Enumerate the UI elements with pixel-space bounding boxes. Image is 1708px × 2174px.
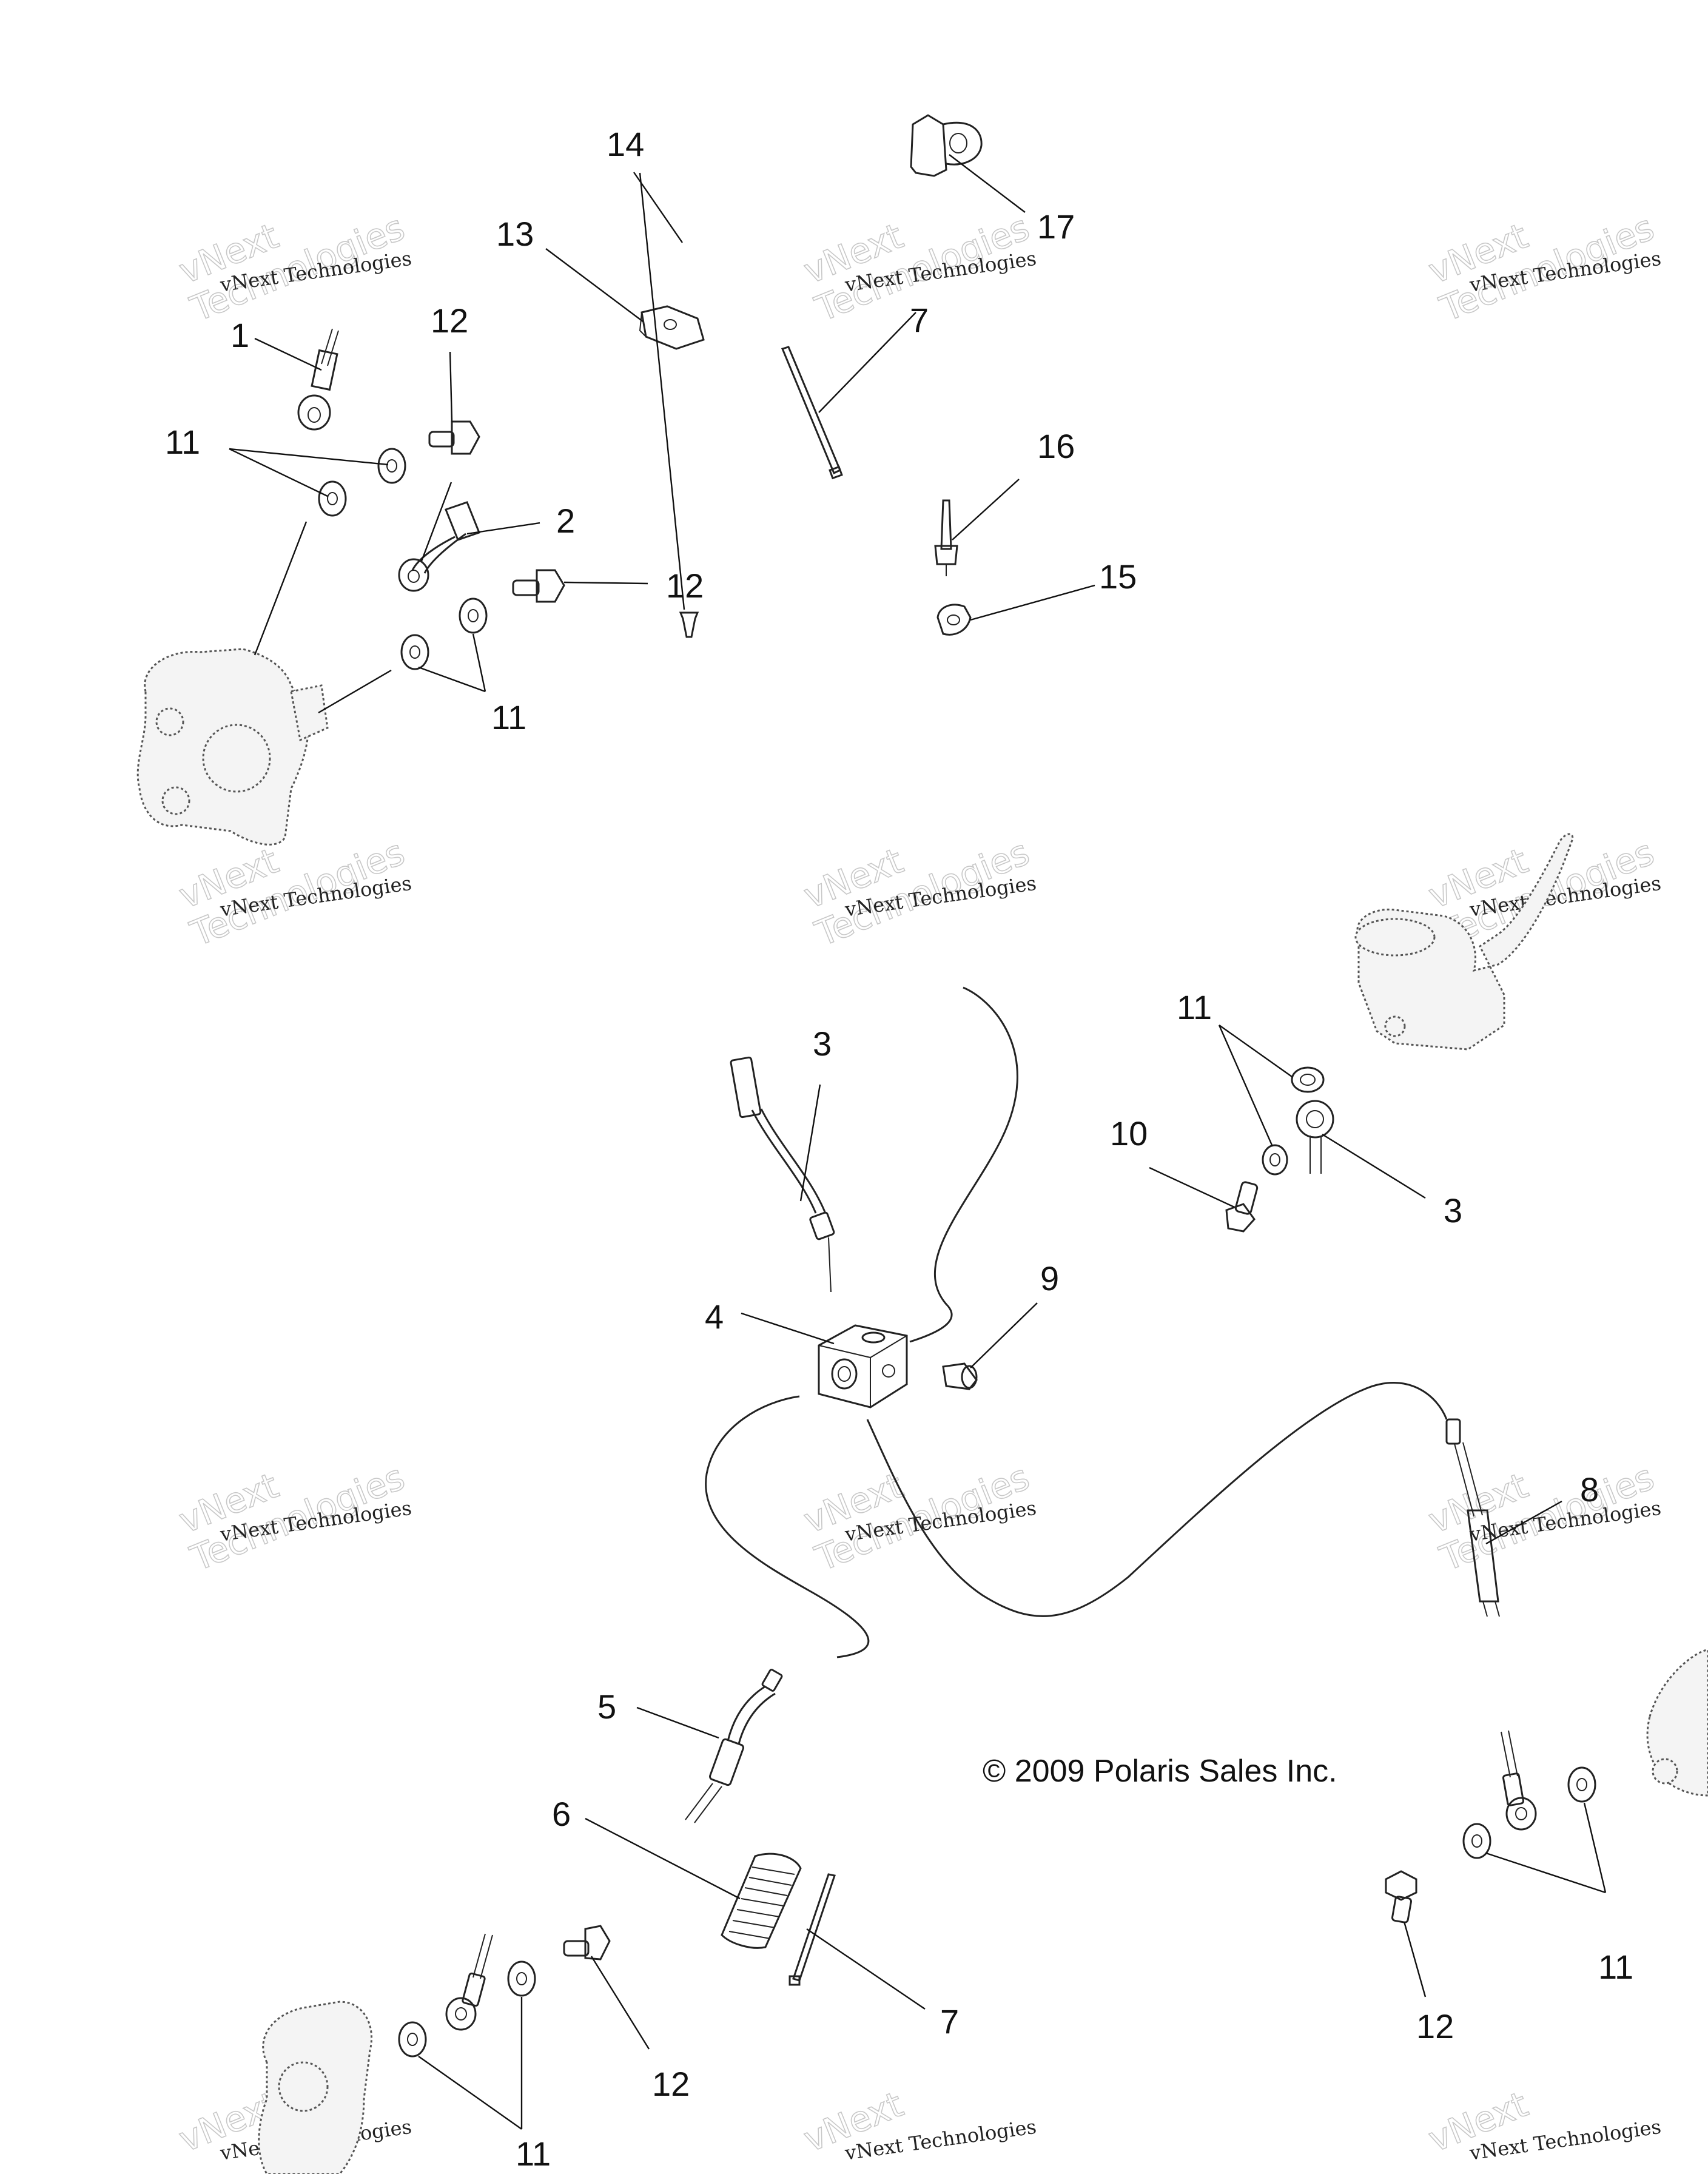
p-clip-part-15 (936, 604, 972, 636)
callout-2: 2 (556, 502, 575, 540)
callout-3-right: 3 (1444, 1191, 1462, 1230)
watermark: vNext vNext Technologies (798, 2083, 1038, 2165)
clamp-part-17 (910, 114, 983, 177)
master-cylinder-right (1354, 833, 1574, 1051)
watermark: vNext Technologies vNext Technologies (173, 206, 413, 331)
callout-17: 17 (1037, 207, 1075, 246)
callout-12-bottom-left: 12 (652, 2065, 690, 2103)
screw-part-14 (679, 611, 699, 638)
callout-11-top: 11 (165, 423, 200, 461)
callout-1: 1 (230, 316, 249, 354)
bolt-part-10 (1225, 1181, 1259, 1233)
callout-4: 4 (705, 1297, 724, 1336)
banjo-hose-bottom-left (445, 1933, 493, 2031)
watermark: vNext Technologies vNext Technologies (173, 831, 413, 955)
brake-hoses (705, 986, 1448, 1658)
cable-tie-part-7-top (781, 346, 843, 480)
callout-10: 10 (1110, 1114, 1148, 1153)
banjo-fitting-part-2 (398, 501, 480, 592)
callout-6: 6 (552, 1795, 571, 1833)
watermarks: vNext Technologies vNext Technologies vN… (173, 206, 1663, 2165)
callout-11-right: 11 (1177, 988, 1212, 1026)
callout-15: 15 (1099, 557, 1137, 596)
caliper-top-left (136, 648, 329, 846)
hose-right (866, 1382, 1448, 1617)
clip-part-13 (639, 305, 705, 350)
callout-8: 8 (1580, 1470, 1599, 1509)
washers-part-11-bottom-right (1462, 1766, 1596, 1859)
callout-13: 13 (496, 215, 534, 253)
copyright-notice: © 2009 Polaris Sales Inc. (983, 1754, 1337, 1789)
junction-block-part-4 (818, 1324, 908, 1408)
callout-11-bottom-left: 11 (516, 2135, 551, 2173)
bolt-part-9 (942, 1362, 978, 1390)
callout-11-bottom-right: 11 (1598, 1948, 1633, 1986)
callout-3-center: 3 (813, 1025, 832, 1063)
bolt-part-12-bottom-left (563, 1925, 611, 1960)
banjo-hose-part-1 (297, 328, 339, 431)
callout-14: 14 (607, 125, 644, 163)
watermark: vNext Technologies vNext Technologies (1422, 206, 1663, 331)
caliper-bottom-left (258, 2001, 373, 2174)
banjo-hose-bottom-right (1501, 1730, 1537, 1831)
spring-guard-part-6 (721, 1853, 802, 1949)
watermark: vNext vNext Technologies (1422, 2083, 1663, 2165)
banjo-part-3-right (1296, 1100, 1334, 1174)
hose-fitting-part-3-center (730, 1056, 835, 1293)
callout-16: 16 (1037, 427, 1075, 465)
callout-7-bottom: 7 (940, 2002, 959, 2041)
hose-fitting-part-5 (685, 1669, 783, 1823)
watermark: vNext Technologies vNext Technologies (173, 1456, 413, 1580)
callout-7-top: 7 (910, 301, 929, 339)
washers-part-11-top (318, 448, 406, 517)
washers-part-11-mid (400, 597, 488, 670)
bolt-part-12-bottom-right (1385, 1870, 1417, 1923)
caliper-bottom-right (1646, 1649, 1708, 1797)
washers-part-11-right (1262, 1066, 1325, 1176)
hose-upper (909, 986, 1018, 1343)
cable-tie-part-7-bottom (788, 1873, 836, 1986)
rivet-part-16 (934, 499, 958, 576)
callout-12-mid: 12 (666, 567, 704, 605)
callout-5: 5 (597, 1688, 616, 1726)
washers-part-11-bottom-left (398, 1960, 536, 2058)
watermark: vNext Technologies vNext Technologies (1422, 1456, 1663, 1580)
leader-lines (229, 154, 1607, 2130)
callout-12-top: 12 (431, 301, 468, 340)
banjo-bolt-part-12-top (428, 420, 480, 455)
callout-12-bottom-right: 12 (1416, 2007, 1454, 2045)
callout-9: 9 (1040, 1259, 1059, 1297)
hose-left (705, 1395, 870, 1658)
hose-end-part-8 (1445, 1418, 1500, 1617)
callout-11-mid: 11 (491, 698, 526, 736)
callouts: 1 2 3 3 4 5 6 7 7 8 9 10 11 11 11 11 11 … (165, 125, 1633, 2173)
watermark: vNext Technologies vNext Technologies (798, 831, 1038, 955)
watermark: vNext Technologies vNext Technologies (798, 1456, 1038, 1580)
banjo-bolt-part-12-mid (512, 569, 565, 603)
